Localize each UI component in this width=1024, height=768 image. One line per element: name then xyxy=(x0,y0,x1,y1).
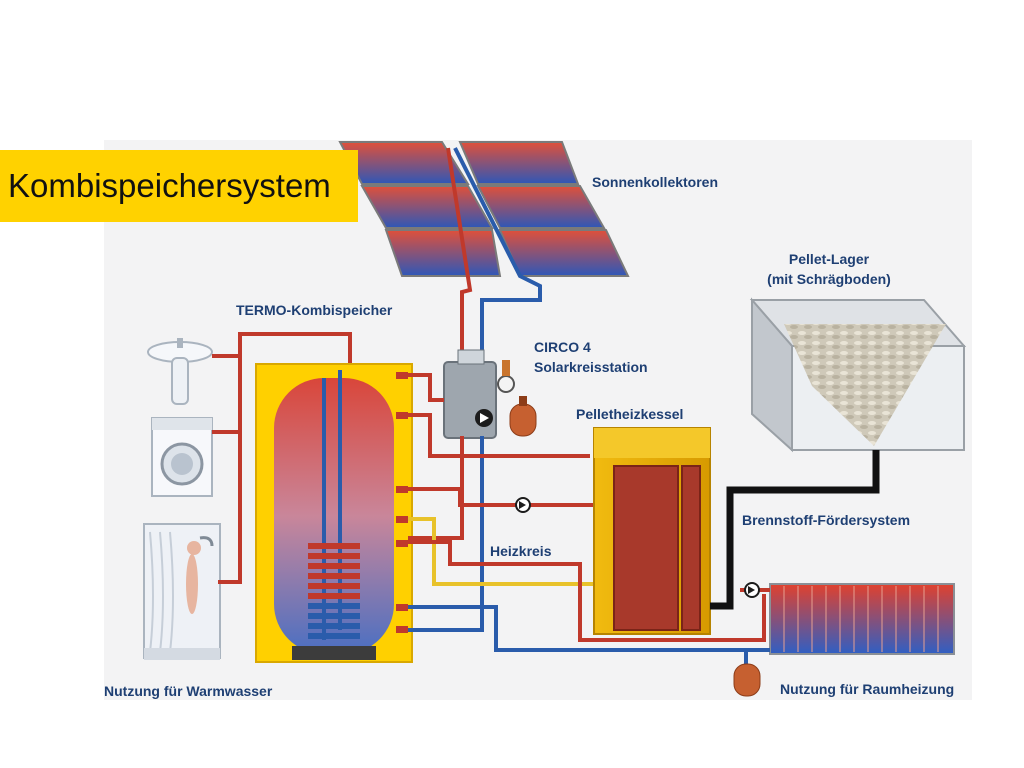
sink-icon xyxy=(147,338,213,405)
title-banner: Kombispeichersystem xyxy=(0,150,358,222)
pellet-boiler xyxy=(593,427,711,635)
expansion-vessel-icon xyxy=(733,663,761,697)
pellet-store xyxy=(749,297,967,453)
expansion-vessel-icon xyxy=(509,396,537,437)
radiator xyxy=(769,583,955,655)
pump-icon xyxy=(515,497,531,513)
label-fuel-system: Brennstoff-Fördersystem xyxy=(742,512,910,528)
label-heating-circuit: Heizkreis xyxy=(490,543,552,559)
label-pellet-store-1: Pellet-Lager xyxy=(789,251,870,267)
label-combi-tank: TERMO-Kombispeicher xyxy=(236,302,393,318)
washing-machine-icon xyxy=(151,417,213,497)
label-pellet-store-2: (mit Schrägboden) xyxy=(767,271,891,287)
label-circo-1: CIRCO 4 xyxy=(534,339,591,355)
combi-storage-tank xyxy=(255,363,413,663)
label-hot-water-use: Nutzung für Warmwasser xyxy=(104,683,273,699)
shower-icon xyxy=(143,523,221,660)
label-circo-2: Solarkreisstation xyxy=(534,359,648,375)
boiler-pipes xyxy=(408,413,766,652)
page-title: Kombispeichersystem xyxy=(8,167,331,204)
label-collectors: Sonnenkollektoren xyxy=(592,174,718,190)
label-boiler: Pelletheizkessel xyxy=(576,406,683,422)
solar-station xyxy=(443,349,515,439)
domestic-water-pipes xyxy=(212,332,352,584)
label-space-heating-use: Nutzung für Raumheizung xyxy=(780,681,954,697)
solar-collectors xyxy=(338,141,630,277)
fuel-feed-pipe xyxy=(710,450,880,610)
collector-pipes xyxy=(446,147,542,360)
pump-icon xyxy=(475,409,493,427)
pump-icon xyxy=(744,582,760,598)
solar-loop-pipes xyxy=(408,373,484,632)
